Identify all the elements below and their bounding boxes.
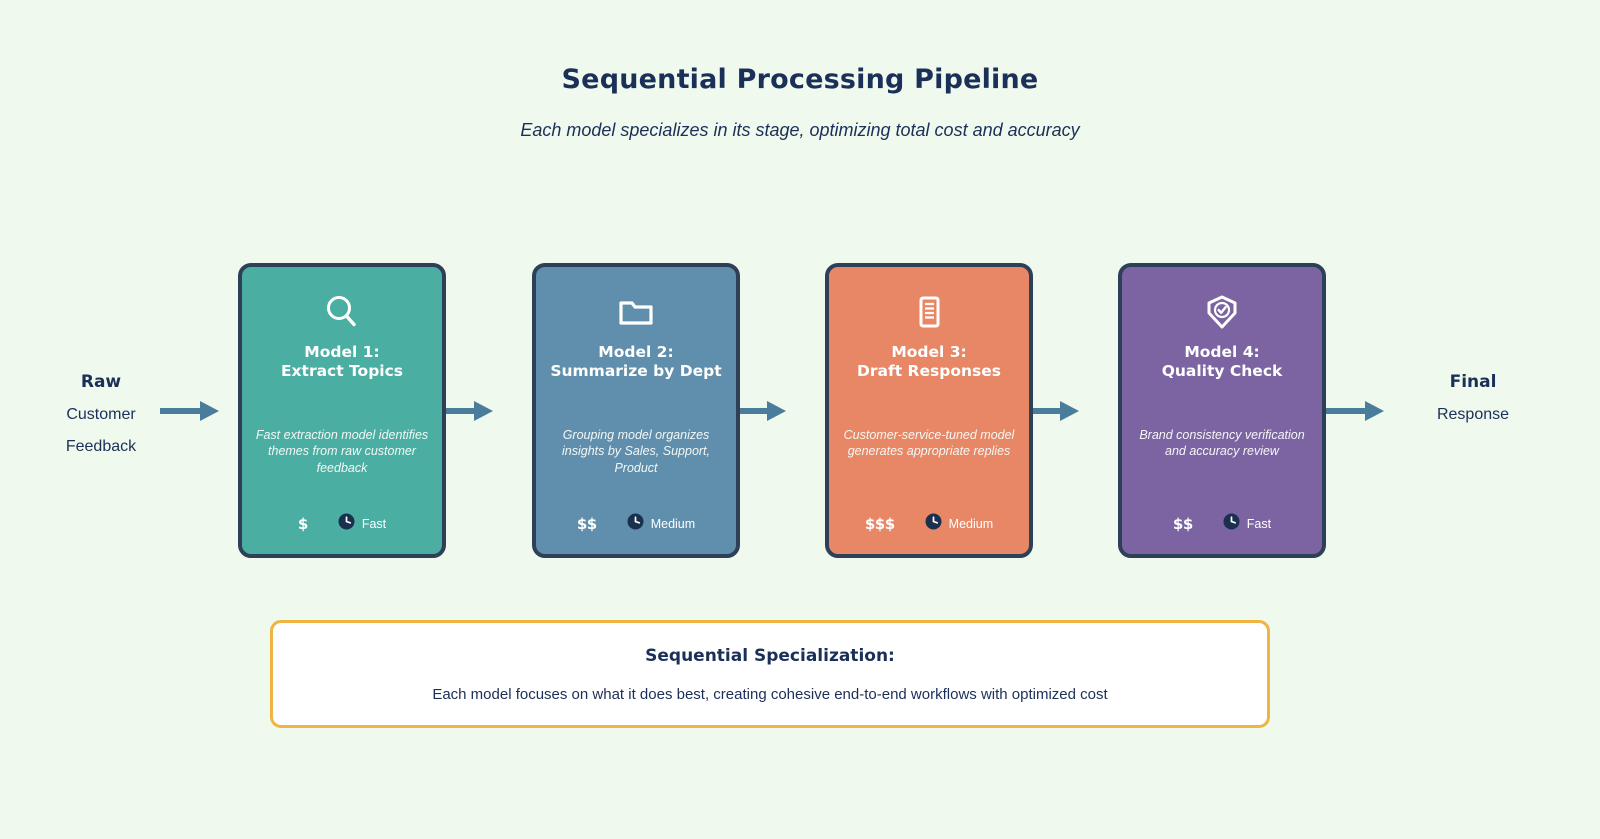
arrow-input-to-stage-1	[160, 397, 220, 425]
cost-badge: $$	[1172, 514, 1193, 533]
clock-icon	[1223, 513, 1240, 534]
clock-icon	[338, 513, 355, 534]
input-label-strong: Raw	[80, 372, 122, 392]
stage-title-line1: Model 1:	[304, 343, 380, 361]
search-icon	[323, 293, 361, 331]
output-label: Final Response	[1388, 372, 1558, 424]
speed-badge: Medium	[627, 513, 695, 534]
stage-title-line1: Model 3:	[891, 343, 967, 361]
callout-title: Sequential Specialization:	[645, 645, 895, 666]
stage-title-line2: Extract Topics	[280, 361, 404, 380]
clock-icon	[627, 513, 644, 534]
speed-badge: Medium	[925, 513, 993, 534]
page-title: Sequential Processing Pipeline	[561, 64, 1039, 95]
stage-description-model-2: Grouping model organizes insights by Sal…	[562, 427, 710, 476]
pipeline-stages: Model 1: Extract Topics Fast extraction …	[0, 263, 1600, 563]
clock-icon	[925, 513, 942, 534]
stage-description-model-1: Fast extraction model identifies themes …	[255, 427, 429, 476]
callout-box: Sequential Specialization: Each model fo…	[270, 620, 1270, 728]
stage-title-line1: Model 2:	[598, 343, 674, 361]
stage-title-line1: Model 4:	[1184, 343, 1260, 361]
stage-title-line2: Quality Check	[1161, 361, 1283, 380]
speed-label: Medium	[948, 516, 994, 531]
stage-title-line2: Summarize by Dept	[550, 361, 722, 380]
page-subtitle: Each model specializes in its stage, opt…	[520, 120, 1080, 140]
cost-badge: $$$	[864, 514, 895, 533]
output-label-line1: Response	[1436, 406, 1510, 423]
input-label-line2: Feedback	[65, 438, 137, 455]
page-header: Sequential Processing Pipeline Each mode…	[0, 64, 1600, 141]
stage-meta-model-4: $$ Fast	[1122, 513, 1322, 534]
stage-description-model-3: Customer-service-tuned model generates a…	[843, 427, 1015, 459]
stage-title-model-2: Model 2: Summarize by Dept	[544, 343, 727, 381]
arrow-stage-4-to-output	[1325, 397, 1385, 425]
stage-meta-model-3: $$$ Medium	[829, 513, 1029, 534]
cost-badge: $$	[576, 514, 597, 533]
shield-check-icon	[1203, 293, 1241, 331]
speed-label: Fast	[1246, 516, 1272, 531]
speed-badge: Fast	[338, 513, 386, 534]
input-label-line1: Customer	[66, 406, 136, 423]
stage-meta-model-1: $ Fast	[242, 513, 442, 534]
speed-label: Medium	[650, 516, 696, 531]
stage-card-model-3[interactable]: Model 3: Draft Responses Customer-servic…	[825, 263, 1033, 558]
speed-label: Fast	[361, 516, 387, 531]
stage-description-model-4: Brand consistency verification and accur…	[1139, 427, 1305, 459]
stage-title-model-3: Model 3: Draft Responses	[851, 343, 1007, 381]
stage-card-model-1[interactable]: Model 1: Extract Topics Fast extraction …	[238, 263, 446, 558]
output-label-strong: Final	[1449, 372, 1497, 392]
document-icon	[910, 293, 948, 331]
stage-meta-model-2: $$ Medium	[536, 513, 736, 534]
arrow-stage-2-to-stage-3	[727, 397, 787, 425]
input-label: Raw Customer Feedback	[16, 372, 186, 456]
stage-title-model-4: Model 4: Quality Check	[1156, 343, 1289, 381]
callout-body: Each model focuses on what it does best,…	[432, 685, 1108, 703]
cost-badge: $	[297, 514, 308, 533]
stage-title-line2: Draft Responses	[857, 361, 1001, 380]
folder-icon	[617, 293, 655, 331]
speed-badge: Fast	[1223, 513, 1271, 534]
stage-card-model-4[interactable]: Model 4: Quality Check Brand consistency…	[1118, 263, 1326, 558]
arrow-stage-1-to-stage-2	[434, 397, 494, 425]
stage-card-model-2[interactable]: Model 2: Summarize by Dept Grouping mode…	[532, 263, 740, 558]
stage-title-model-1: Model 1: Extract Topics	[275, 343, 409, 381]
arrow-stage-3-to-stage-4	[1020, 397, 1080, 425]
